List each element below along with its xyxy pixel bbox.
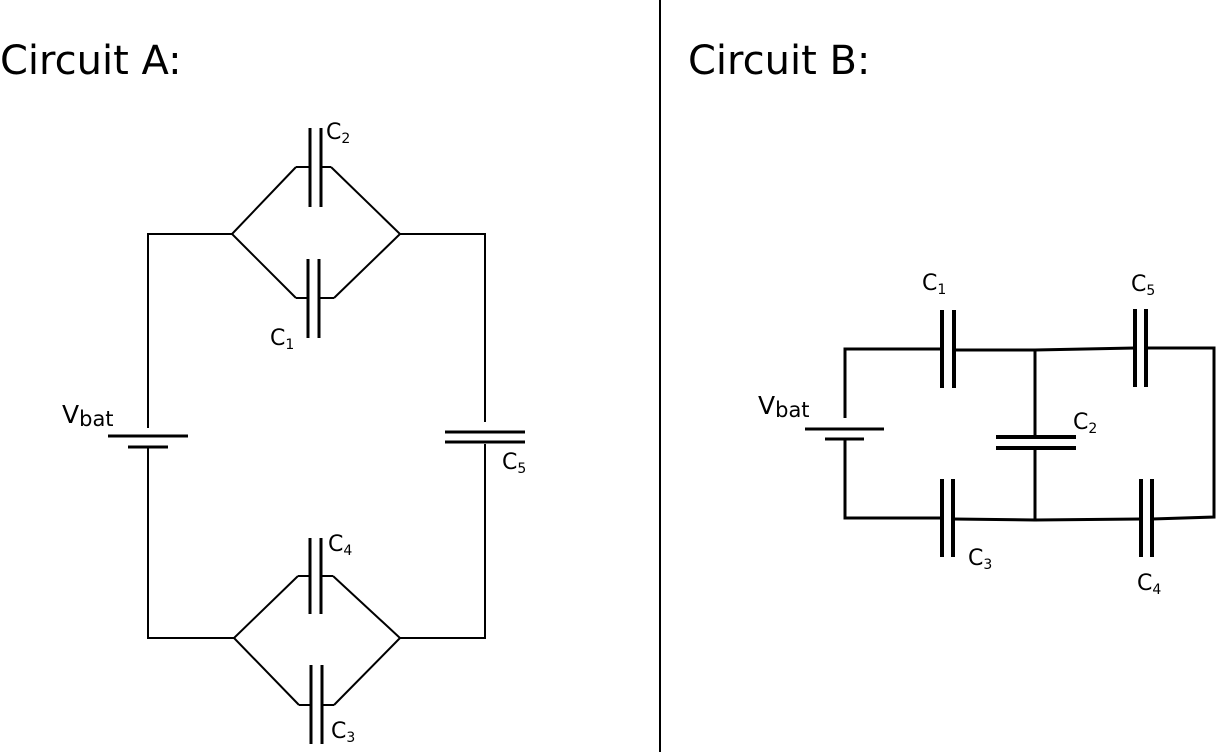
circuit-a-title: Circuit A: [0,38,182,84]
circuit-b-battery [805,427,884,441]
circuit-a-capacitor-c1 [296,259,334,338]
circuit-b-capacitor-c4 [1139,479,1154,557]
circuit-b: Circuit B: C1 C5 Vbat C [688,38,1216,598]
circuit-a-lower-diamond-left [232,575,300,706]
circuit-b-label-vbat: Vbat [758,391,810,422]
circuit-b-top-left-wire [843,347,942,418]
circuit-b-title: Circuit B: [688,38,870,84]
circuit-b-capacitor-c3 [940,479,955,557]
circuit-a-left-wire-bottom [147,458,234,639]
circuit-b-label-c5: C5 [1131,272,1155,299]
circuit-a-lower-diamond-right [332,575,402,706]
circuit-a-right-wire-top [400,233,486,422]
circuit-a-upper-diamond-right [330,166,402,299]
circuit-b-label-c4: C4 [1137,571,1161,598]
circuit-a-label-c2: C2 [326,120,350,147]
circuit-a-capacitor-c2 [296,128,331,207]
circuit-b-bottom-mid-wire [952,517,1142,522]
circuit-b-right-wire [1146,346,1216,521]
circuit-a-label-c3: C3 [331,719,355,746]
circuit-a-capacitor-c4 [298,538,333,614]
circuit-b-top-mid-wire [954,346,1136,352]
circuit-a-label-c1: C1 [270,326,294,353]
circuit-b-label-c3: C3 [968,546,992,573]
circuit-b-bottom-left-wire [843,440,942,520]
circuit-a-left-wire-top [147,233,232,428]
circuit-a-capacitor-c5 [445,430,525,444]
circuit-b-capacitor-c2 [996,435,1076,450]
circuit-a-capacitor-c3 [299,665,334,744]
circuit-a-upper-diamond-left [230,166,297,299]
circuit-a: Circuit A: C2 C1 Vbat [0,38,526,746]
circuit-a-label-vbat: Vbat [62,400,114,431]
circuit-b-label-c1: C1 [922,271,946,298]
circuit-a-label-c4: C4 [328,532,352,559]
circuit-a-battery [108,434,188,458]
circuit-b-capacitor-c1 [940,310,956,388]
circuit-a-label-c5: C5 [502,450,526,477]
circuit-a-right-wire-bottom [400,444,486,639]
circuit-b-capacitor-c5 [1133,309,1148,387]
circuit-b-label-c2: C2 [1073,410,1097,437]
